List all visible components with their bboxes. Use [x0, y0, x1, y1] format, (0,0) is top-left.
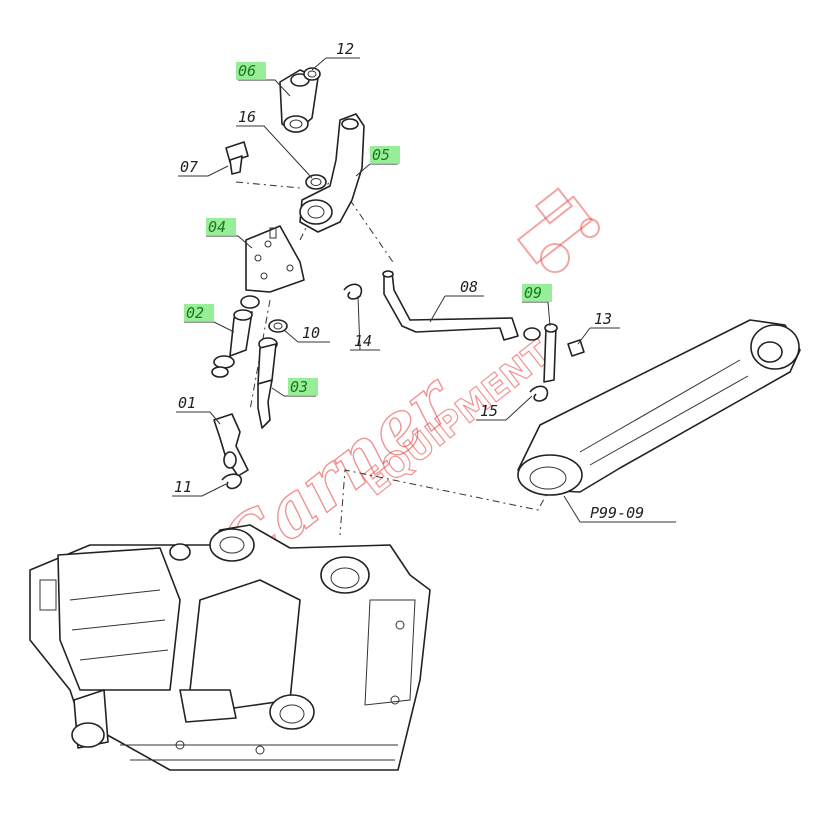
label-12: 12	[336, 40, 354, 58]
part-14-clip	[343, 283, 363, 300]
label-11: 11	[174, 478, 192, 496]
part-09-pin	[523, 323, 558, 383]
label-ref-p99-09: P99-09	[590, 504, 644, 522]
part-04-plate	[245, 225, 305, 293]
part-13-nut	[567, 339, 585, 357]
label-16: 16	[238, 108, 256, 126]
part-02-spool	[211, 295, 260, 378]
part-lift-arm	[517, 319, 801, 496]
label-06-highlight	[236, 62, 266, 80]
label-02: 02	[186, 304, 204, 322]
watermark-tractor-icon	[516, 187, 600, 273]
part-10-washer	[268, 319, 288, 333]
part-16-washer	[305, 174, 327, 190]
part-labels: 06 12 16 05 07 04 08 09 13 02 10 14 03 1…	[174, 40, 644, 522]
label-14: 14	[354, 332, 372, 350]
label-09-highlight	[522, 284, 552, 302]
label-04: 04	[208, 218, 226, 236]
label-05-highlight	[370, 146, 400, 164]
label-02-highlight	[184, 304, 214, 322]
part-03-spool	[257, 337, 278, 429]
label-09: 09	[524, 284, 542, 302]
part-15-clip	[529, 385, 549, 402]
label-05: 05	[372, 146, 390, 164]
part-01-plate	[213, 413, 249, 477]
part-11-clip	[221, 473, 243, 490]
label-03-highlight	[288, 378, 318, 396]
label-13: 13	[594, 310, 612, 328]
part-08-rod	[382, 270, 519, 341]
label-04-highlight	[206, 218, 236, 236]
part-07-bolt	[225, 141, 249, 175]
label-08: 08	[460, 278, 478, 296]
label-01: 01	[178, 394, 196, 412]
part-05-lever	[299, 113, 365, 233]
label-10: 10	[302, 324, 320, 342]
label-06: 06	[238, 62, 256, 80]
housing-cover	[29, 524, 431, 771]
label-03: 03	[290, 378, 308, 396]
label-07: 07	[180, 158, 198, 176]
part-12-ring	[303, 67, 321, 81]
label-15: 15	[480, 402, 498, 420]
